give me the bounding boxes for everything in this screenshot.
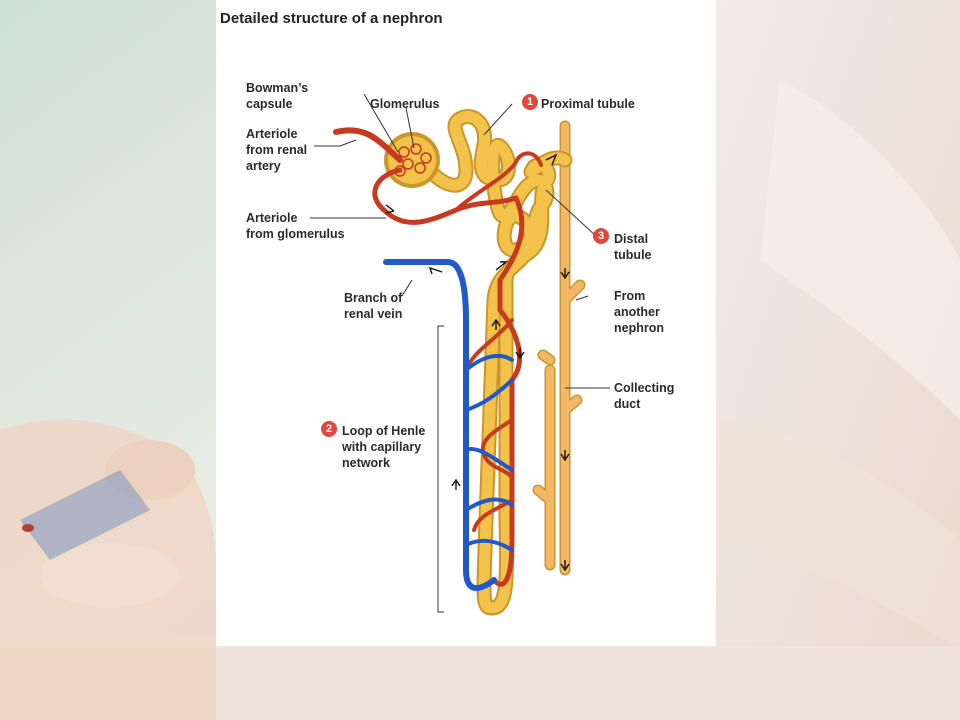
nephron-diagram bbox=[310, 93, 610, 616]
diagram-panel: Detailed structure of a nephron Bowman’s… bbox=[216, 0, 716, 646]
flow-arrows bbox=[385, 153, 570, 572]
label-bowmans-capsule: Bowman’s capsule bbox=[246, 81, 309, 111]
renal-vein-shape bbox=[383, 259, 514, 591]
badge-proximal: 1 bbox=[522, 94, 538, 110]
collecting-duct-shape bbox=[532, 120, 586, 576]
label-arteriole-renal-artery: Arteriole from renal artery bbox=[246, 127, 308, 173]
diagram-title: Detailed structure of a nephron bbox=[220, 10, 443, 27]
label-from-another-nephron: From another nephron bbox=[614, 289, 664, 335]
label-collecting-duct: Collecting duct bbox=[614, 381, 675, 411]
label-branch-renal-vein: Branch of renal vein bbox=[344, 291, 403, 321]
label-loop-of-henle: Loop of Henle with capillary network bbox=[342, 424, 426, 470]
leader-lines bbox=[310, 93, 610, 613]
label-glomerulus: Glomerulus bbox=[370, 97, 440, 111]
badge-loop: 2 bbox=[321, 421, 337, 437]
badge-distal: 3 bbox=[593, 228, 609, 244]
label-proximal-tubule: Proximal tubule bbox=[541, 97, 635, 111]
label-distal-tubule: Distal tubule bbox=[614, 232, 652, 262]
nephron-tubule-shape bbox=[422, 109, 573, 616]
label-arteriole-glomerulus: Arteriole from glomerulus bbox=[246, 211, 345, 241]
hand-photo bbox=[0, 419, 216, 720]
arterioles-shape bbox=[333, 127, 543, 587]
